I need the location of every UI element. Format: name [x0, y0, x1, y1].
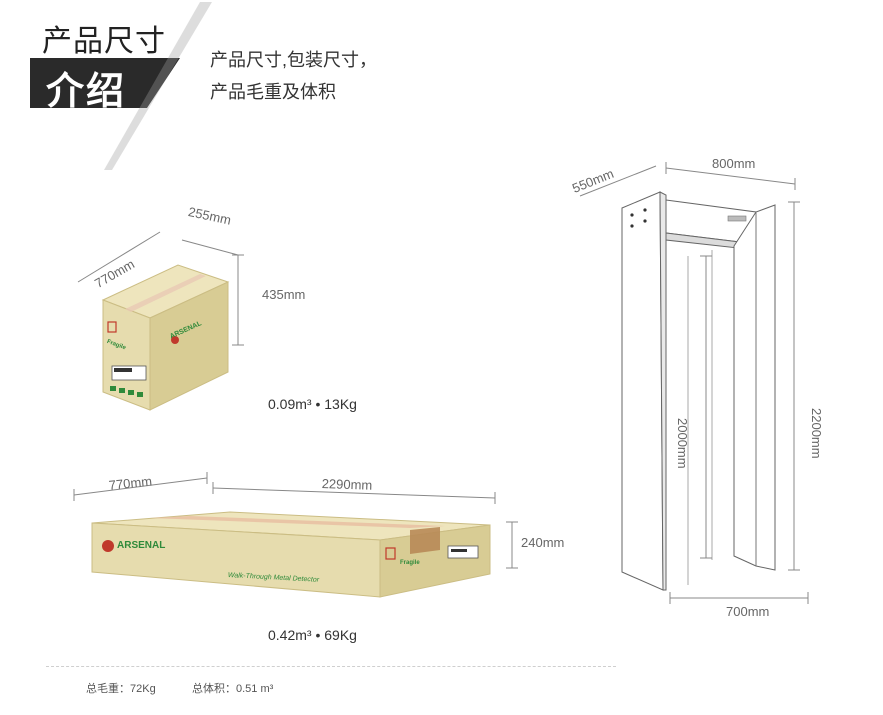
detector-width-label: 800mm [712, 156, 756, 171]
total-volume: 总体积：0.51 m³ [192, 683, 274, 695]
description-line-1: 产品尺寸,包装尺寸， [210, 50, 378, 70]
detector-total-height-label: 2200mm [809, 408, 824, 459]
small-box-height-label: 435mm [262, 287, 306, 302]
detector-inner-height-label: 2000mm [675, 418, 690, 469]
gross-weight: 总毛重：72Kg [86, 683, 156, 695]
detector-bottom-width-label: 700mm [726, 604, 770, 619]
section-title: 产品尺寸 [42, 25, 166, 58]
large-box-height-label: 240mm [521, 535, 565, 550]
title-badge: 介绍 [46, 71, 127, 113]
large-box-volume-weight: 0.42m³ • 69Kg [268, 627, 357, 643]
large-box-fragile-label: Fragile [400, 560, 420, 566]
small-box-volume-weight: 0.09m³ • 13Kg [268, 396, 357, 412]
description-line-2: 产品毛重及体积 [210, 82, 336, 102]
footer-divider [46, 666, 616, 667]
large-box-brand: ARSENAL [117, 540, 166, 551]
